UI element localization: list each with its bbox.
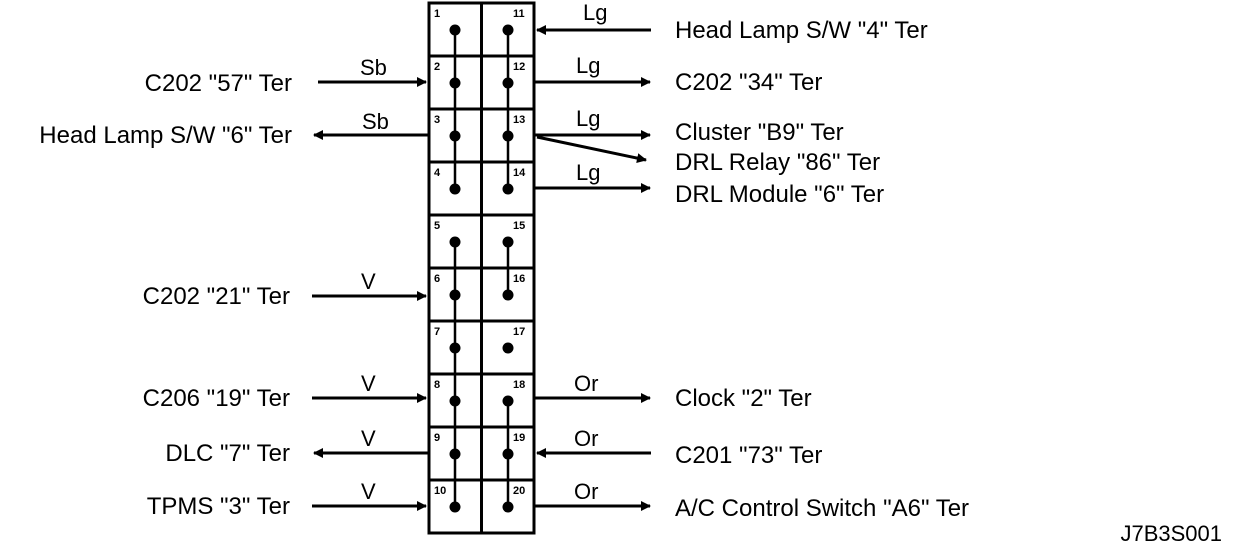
right-connection-clock-2: Or Clock "2" Ter [534, 371, 812, 412]
right-connection-c202-34: Lg C202 "34" Ter [534, 53, 822, 96]
connection-label: C202 "57" Ter [145, 70, 292, 97]
wire-color-label: Lg [576, 160, 600, 185]
connection-label: C202 "34" Ter [675, 69, 822, 96]
right-connection-drl-relay-86: DRL Relay "86" Ter [536, 135, 880, 176]
pin-number-5: 5 [434, 220, 440, 232]
left-connection-tpms-3: V TPMS "3" Ter [147, 479, 427, 520]
pin-dot-10 [449, 501, 461, 513]
pin-number-12: 12 [513, 61, 525, 73]
wire-color-label: V [361, 371, 376, 396]
wire-color-label: Sb [360, 55, 387, 80]
pin-number-2: 2 [434, 61, 440, 73]
right-connection-head-lamp-4: Lg Head Lamp S/W "4" Ter [536, 0, 928, 44]
pin-number-15: 15 [513, 220, 525, 232]
pin-number-3: 3 [434, 114, 440, 126]
connector-cell-lines [429, 54, 534, 482]
pin-dot-13 [502, 130, 514, 142]
figure-code: J7B3S001 [1120, 521, 1222, 546]
left-connection-c206-19: V C206 "19" Ter [143, 371, 427, 412]
pin-number-1: 1 [434, 8, 440, 20]
connection-label: TPMS "3" Ter [147, 493, 290, 520]
connection-label: C206 "19" Ter [143, 385, 290, 412]
pin-dot-16 [502, 289, 514, 301]
connection-label: Head Lamp S/W "4" Ter [675, 17, 928, 44]
left-connection-c202-21: V C202 "21" Ter [143, 269, 427, 310]
connection-label: Head Lamp S/W "6" Ter [39, 122, 292, 149]
pin-dot-18 [502, 395, 514, 407]
right-connection-ac-control-a6: Or A/C Control Switch "A6" Ter [534, 479, 969, 522]
pin-dot-5 [449, 236, 461, 248]
pin-dot-15 [502, 236, 514, 248]
pin-number-16: 16 [513, 273, 525, 285]
pin-dot-14 [502, 183, 514, 195]
pin-dot-3 [449, 130, 461, 142]
pin-dot-4 [449, 183, 461, 195]
pin-dot-6 [449, 289, 461, 301]
connection-label: DLC "7" Ter [165, 440, 290, 467]
wire-color-label: V [361, 269, 376, 294]
connection-label: DRL Relay "86" Ter [675, 149, 880, 176]
pin-number-9: 9 [434, 432, 440, 444]
pin-dot-7 [449, 342, 461, 354]
pin-number-14: 14 [513, 167, 526, 179]
wire-color-label: Or [574, 371, 598, 396]
right-connection-drl-module-6: Lg DRL Module "6" Ter [534, 160, 884, 208]
pin-dot-11 [502, 24, 514, 36]
pin-number-18: 18 [513, 379, 525, 391]
left-connection-head-lamp-6: Sb Head Lamp S/W "6" Ter [39, 109, 429, 149]
connection-label: C202 "21" Ter [143, 283, 290, 310]
connection-label: Clock "2" Ter [675, 385, 812, 412]
right-connection-c201-73: Or C201 "73" Ter [536, 426, 822, 469]
pin-dot-2 [449, 77, 461, 89]
pin-number-10: 10 [434, 485, 446, 497]
pin-number-7: 7 [434, 326, 440, 338]
pin-dot-20 [502, 501, 514, 513]
connection-label: Cluster "B9" Ter [675, 119, 844, 146]
wire-color-label: Lg [583, 0, 607, 25]
pin-dot-9 [449, 448, 461, 460]
left-connection-c202-57: Sb C202 "57" Ter [145, 55, 427, 97]
pin-dot-1 [449, 24, 461, 36]
pin-number-11: 11 [513, 8, 525, 20]
pin-number-17: 17 [513, 326, 525, 338]
connection-label: DRL Module "6" Ter [675, 181, 884, 208]
right-connection-cluster-b9: Lg Cluster "B9" Ter [534, 106, 844, 146]
pin-number-20: 20 [513, 485, 525, 497]
wire-color-label: Or [574, 426, 598, 451]
wire-color-label: Sb [362, 109, 389, 134]
wire-color-label: Lg [576, 106, 600, 131]
pin-number-4: 4 [434, 167, 441, 179]
wire-color-label: V [361, 479, 376, 504]
pin-number-8: 8 [434, 379, 440, 391]
wire-color-label: Or [574, 479, 598, 504]
left-connection-dlc-7: V DLC "7" Ter [165, 426, 429, 467]
connection-label: A/C Control Switch "A6" Ter [675, 495, 969, 522]
arrow-out-pin-13-drl [536, 135, 647, 164]
connection-label: C201 "73" Ter [675, 442, 822, 469]
wire-color-label: V [361, 426, 376, 451]
pin-dot-19 [502, 448, 514, 460]
pin-dot-17 [502, 342, 514, 354]
wire-color-label: Lg [576, 53, 600, 78]
pin-dot-12 [502, 77, 514, 89]
pin-dot-8 [449, 395, 461, 407]
pin-number-6: 6 [434, 273, 440, 285]
pin-number-13: 13 [513, 114, 525, 126]
pin-number-19: 19 [513, 432, 525, 444]
